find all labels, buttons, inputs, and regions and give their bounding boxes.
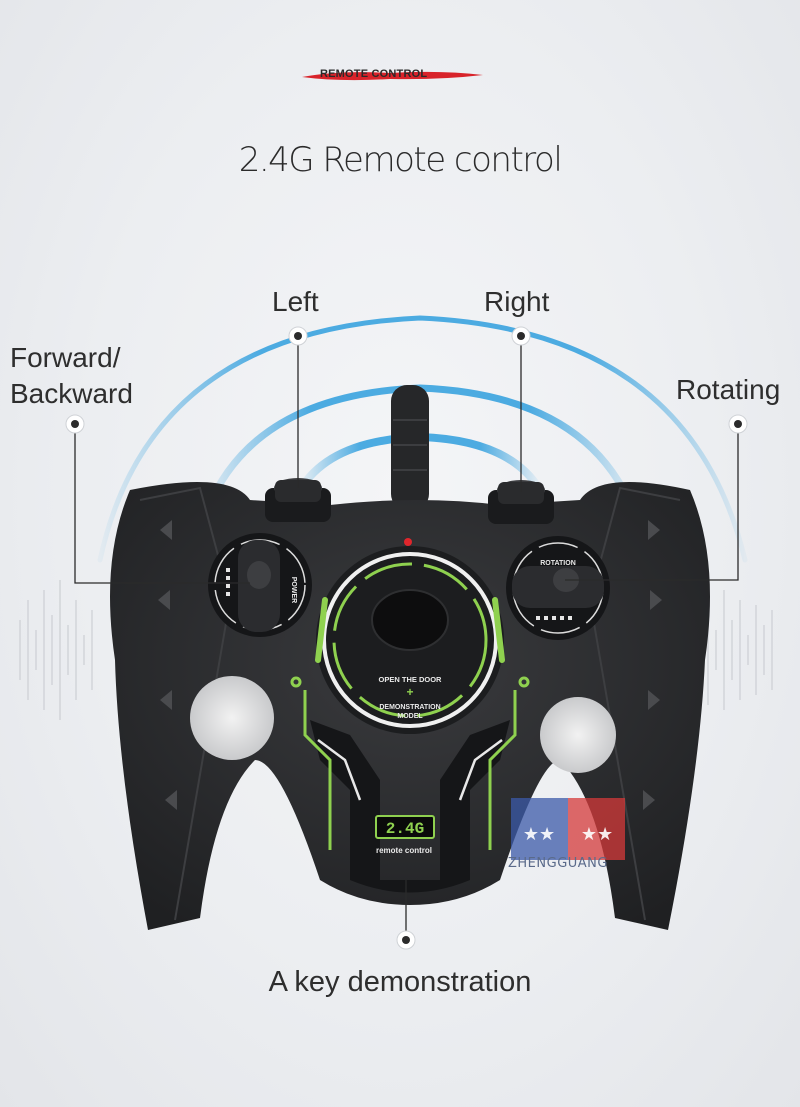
plus-icon: + — [406, 685, 413, 699]
center-panel: OPEN THE DOOR + DEMONSTRATION MODEL 2.4G… — [290, 546, 530, 893]
open-door-label: OPEN THE DOOR — [379, 675, 443, 684]
freq-badge — [375, 815, 435, 839]
watermark-logo: ★★ ★★ — [511, 798, 625, 860]
label-forward-line1: Forward/ — [10, 342, 121, 373]
callout-markers — [65, 326, 748, 950]
watermark-text: ZHENGGUANG — [508, 856, 608, 871]
demo-mode-label-1: DEMONSTRATION — [379, 704, 440, 711]
demo-button — [371, 589, 449, 651]
right-knob — [488, 480, 554, 524]
label-left: Left — [272, 286, 319, 317]
label-forward-backward: Forward/ Backward — [10, 340, 133, 412]
banner-brushstroke — [302, 71, 483, 81]
page-title: 2.4G Remote control — [238, 140, 563, 180]
callout-lines — [74, 336, 739, 940]
banner-text: REMOTE CONTROL — [320, 68, 428, 80]
brand-sub-text: remote control — [376, 846, 432, 855]
left-joystick: POWER — [208, 533, 312, 637]
label-rotating: Rotating — [676, 374, 781, 405]
right-joystick: ROTATION — [506, 536, 610, 640]
svg-text:★★: ★★ — [581, 824, 613, 844]
label-demonstration: A key demonstration — [268, 966, 532, 998]
power-led-icon — [404, 538, 412, 546]
left-grip-hole — [190, 676, 274, 760]
left-knob — [265, 478, 331, 522]
demo-mode-label-2: MODEL — [397, 713, 423, 720]
power-label: POWER — [290, 577, 297, 603]
label-right: Right — [484, 286, 550, 317]
freq-badge-text: 2.4G — [386, 820, 424, 838]
antenna — [391, 385, 429, 510]
right-grip-hole — [540, 697, 616, 773]
rotation-label: ROTATION — [540, 560, 576, 567]
label-forward-line2: Backward — [10, 378, 133, 409]
section-banner: REMOTE CONTROL — [300, 64, 485, 86]
svg-text:★★: ★★ — [523, 824, 555, 844]
